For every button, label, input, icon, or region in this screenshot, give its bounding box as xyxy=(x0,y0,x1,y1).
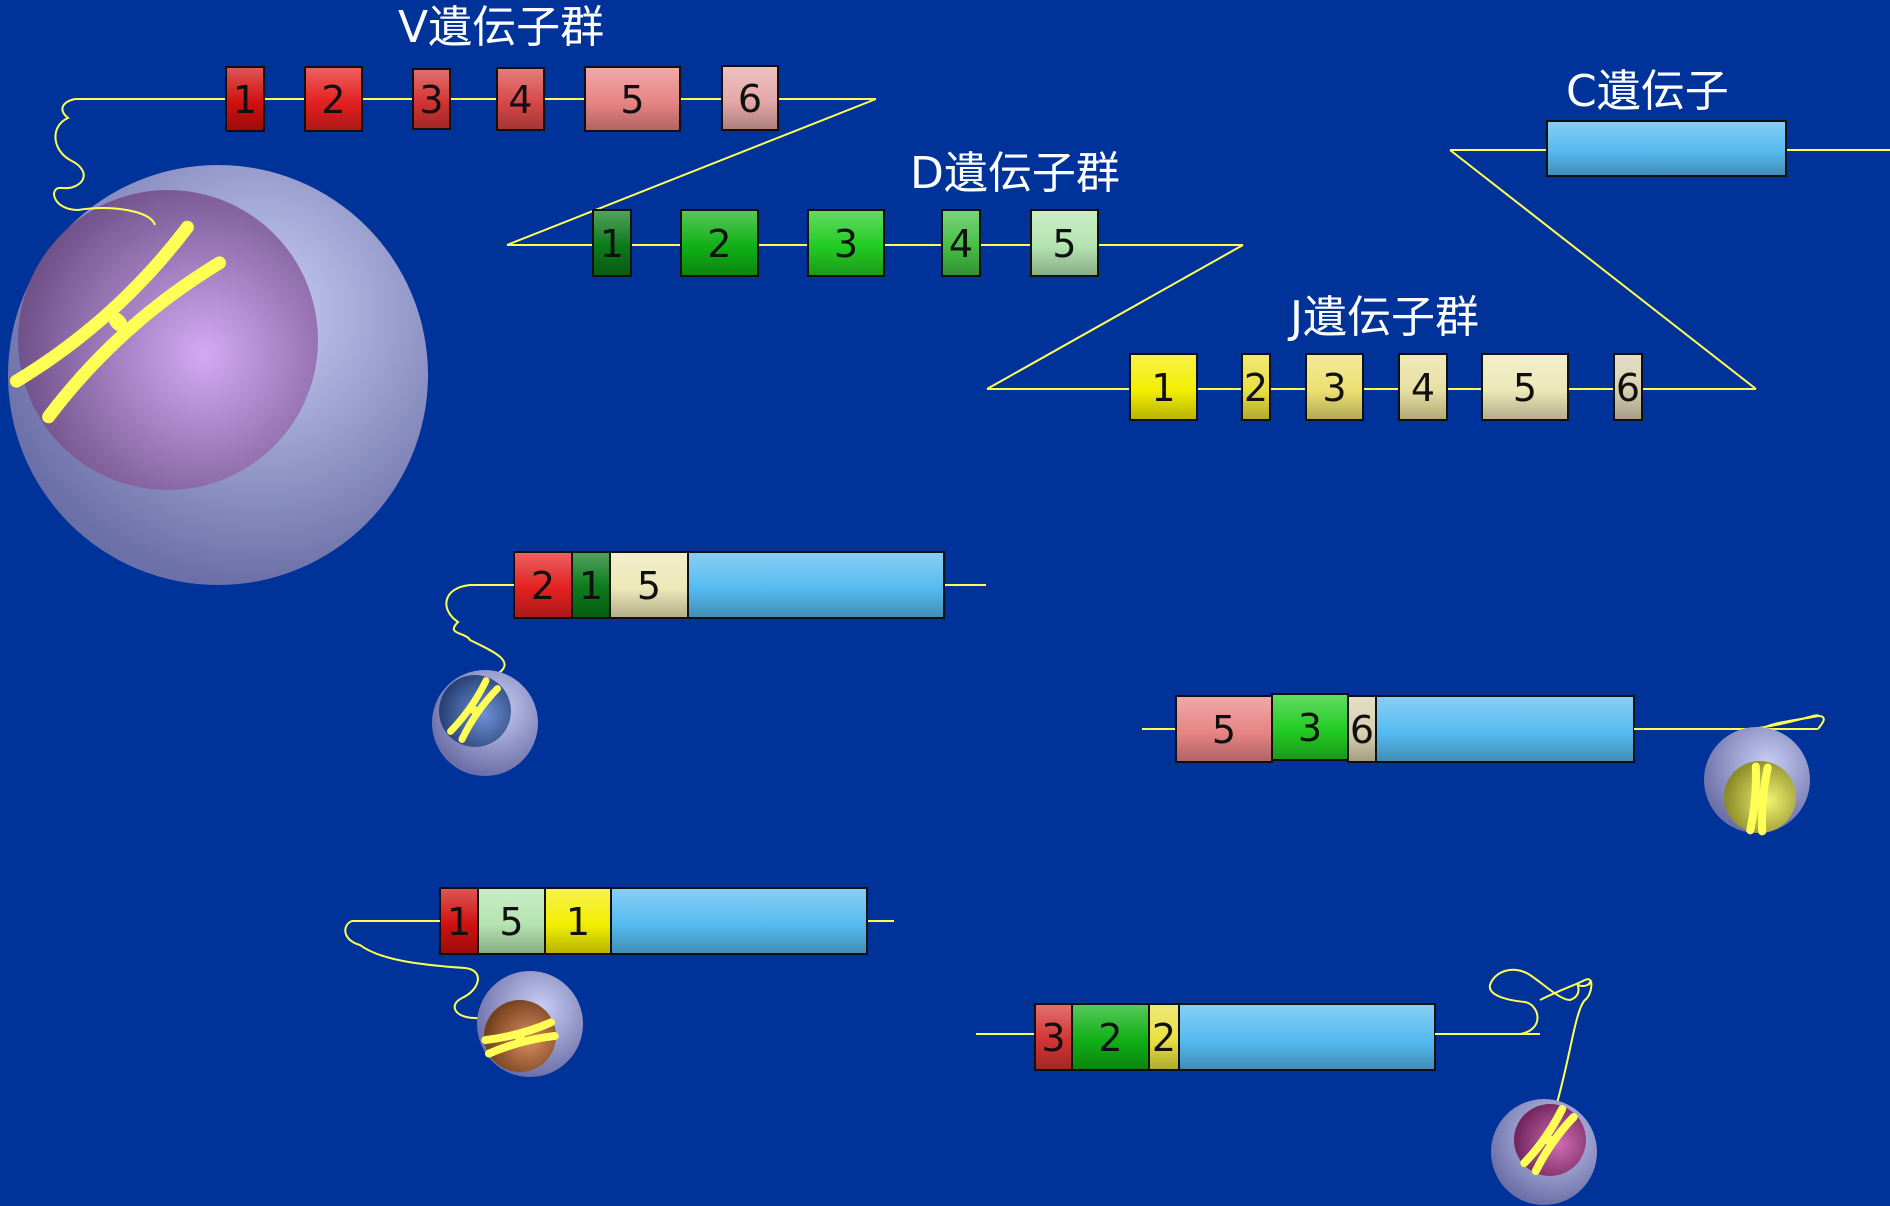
v-segment-4: 4 xyxy=(496,67,545,131)
v-segment-2-label: 2 xyxy=(321,78,345,122)
rec1-d-segment: 1 xyxy=(571,551,611,619)
rec1-chromosome xyxy=(446,677,502,743)
j-segment-3-label: 3 xyxy=(1322,366,1346,410)
rec4-d-segment-label: 2 xyxy=(1098,1016,1122,1060)
v-segment-6-label: 6 xyxy=(738,77,762,121)
j-segment-6: 6 xyxy=(1613,353,1643,421)
rec3-c-segment xyxy=(610,887,868,955)
v-segment-5: 5 xyxy=(584,66,681,132)
rec2-tether-end xyxy=(1634,714,1825,730)
rec3-j-segment: 1 xyxy=(544,887,612,955)
j-segment-3: 3 xyxy=(1305,353,1364,421)
rec4-j-segment-label: 2 xyxy=(1152,1016,1176,1060)
v-segment-4-label: 4 xyxy=(508,78,532,122)
v-d-connector xyxy=(506,98,877,246)
rec4-j-segment: 2 xyxy=(1148,1003,1180,1071)
germline-cell xyxy=(8,165,428,585)
rec2-j-segment-label: 6 xyxy=(1350,708,1374,752)
rec3-v-segment: 1 xyxy=(439,887,479,955)
rec1-v-segment: 2 xyxy=(513,551,573,619)
rec4-v-segment-label: 3 xyxy=(1041,1016,1065,1060)
d-segment-4-label: 4 xyxy=(949,222,973,266)
v-segment-3: 3 xyxy=(412,68,451,130)
rec2-chromosome xyxy=(1746,762,1772,836)
germline-chromosome xyxy=(9,220,227,424)
v-segment-5-label: 5 xyxy=(620,78,644,122)
d-segment-1-label: 1 xyxy=(600,222,624,266)
germline-tether xyxy=(53,98,156,226)
rec2-c-segment xyxy=(1375,695,1635,763)
rec4-chromosome xyxy=(1520,1104,1578,1176)
d-group-label: D遺伝子群 xyxy=(910,148,1120,199)
c-gene-label: C遺伝子 xyxy=(1566,66,1729,117)
germline-cell-nucleus xyxy=(18,190,318,490)
rec3-tether xyxy=(344,920,516,1031)
rec1-d-segment-label: 1 xyxy=(579,564,603,608)
v-group-label: V遺伝子群 xyxy=(398,2,605,53)
rec2-d-segment: 3 xyxy=(1271,693,1349,761)
j-segment-4-label: 4 xyxy=(1411,366,1435,410)
j-segment-2: 2 xyxy=(1241,353,1271,421)
d-segment-5-label: 5 xyxy=(1052,222,1076,266)
d-segment-5: 5 xyxy=(1030,209,1099,277)
d-segment-3-label: 3 xyxy=(834,222,858,266)
j-segment-4: 4 xyxy=(1398,353,1448,421)
j-c-connector xyxy=(1449,149,1757,390)
v-segment-1: 1 xyxy=(225,66,265,132)
d-segment-2-label: 2 xyxy=(707,222,731,266)
rec3-j-segment-label: 1 xyxy=(566,900,590,944)
rec3-d-segment: 5 xyxy=(477,887,546,955)
j-segment-1-label: 1 xyxy=(1151,366,1175,410)
c-segment xyxy=(1546,120,1787,177)
j-segment-5-label: 5 xyxy=(1513,366,1537,410)
d-segment-1: 1 xyxy=(592,209,632,277)
rec4-tether-loop xyxy=(1435,968,1593,1035)
d-segment-4: 4 xyxy=(941,209,981,277)
rec1-j-segment-label: 5 xyxy=(637,564,661,608)
rec4-c-segment xyxy=(1178,1003,1436,1071)
d-j-connector xyxy=(986,244,1244,390)
rec3-d-segment-label: 5 xyxy=(499,900,523,944)
rec3-b-cell xyxy=(477,971,583,1077)
v-segment-6: 6 xyxy=(721,65,779,131)
j-group-label: J遺伝子群 xyxy=(1290,292,1479,343)
rec1-j-segment: 5 xyxy=(609,551,689,619)
rec3-chromosome xyxy=(481,1018,559,1058)
rec4-d-segment: 2 xyxy=(1071,1003,1150,1071)
rec4-v-segment: 3 xyxy=(1034,1003,1073,1071)
d-segment-3: 3 xyxy=(807,209,885,277)
rec2-v-segment-label: 5 xyxy=(1212,708,1236,752)
d-segment-2: 2 xyxy=(680,209,759,277)
rec1-v-segment-label: 2 xyxy=(531,564,555,608)
v-segment-1-label: 1 xyxy=(233,78,257,122)
j-segment-1: 1 xyxy=(1129,353,1198,421)
j-segment-6-label: 6 xyxy=(1616,366,1640,410)
rec2-j-segment: 6 xyxy=(1347,695,1377,763)
j-segment-2-label: 2 xyxy=(1244,366,1268,410)
rec2-d-segment-label: 3 xyxy=(1298,706,1322,750)
rec2-v-segment: 5 xyxy=(1175,695,1273,763)
rec1-c-segment xyxy=(687,551,945,619)
v-segment-2: 2 xyxy=(304,66,363,132)
rec3-v-segment-label: 1 xyxy=(447,900,471,944)
j-segment-5: 5 xyxy=(1481,353,1569,421)
v-segment-3-label: 3 xyxy=(419,78,443,122)
